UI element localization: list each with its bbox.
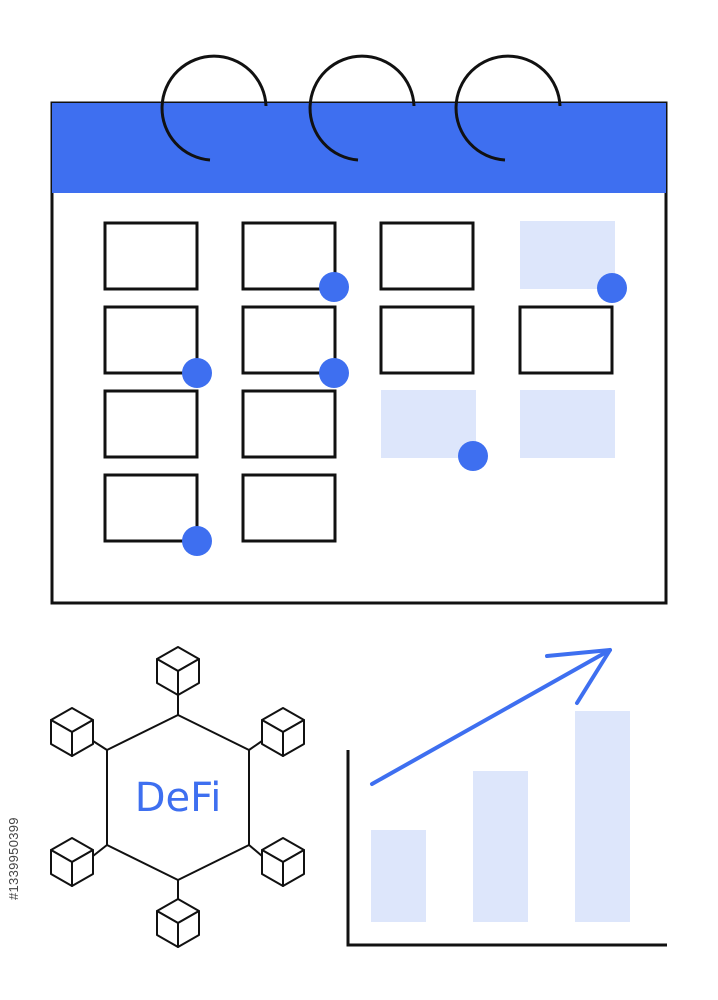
calendar-day-cell bbox=[103, 473, 199, 543]
event-dot bbox=[182, 358, 212, 388]
calendar-day-cell bbox=[241, 389, 337, 459]
calendar-day-cell bbox=[103, 221, 199, 291]
growth-chart bbox=[346, 648, 667, 947]
connector-line bbox=[248, 844, 263, 857]
stock-id-text: #1339950399 bbox=[6, 817, 21, 900]
event-dot bbox=[319, 272, 349, 302]
calendar-day-cell-highlighted bbox=[520, 221, 615, 289]
calendar-day-cell bbox=[103, 389, 199, 459]
trend-arrow-icon bbox=[370, 648, 612, 786]
growth-bar bbox=[575, 711, 630, 922]
event-dot bbox=[458, 441, 488, 471]
calendar-header-bar bbox=[52, 103, 666, 193]
calendar-highlighted-cells bbox=[381, 221, 615, 458]
calendar-ring-2 bbox=[308, 54, 416, 162]
calendar-event-dots bbox=[182, 272, 627, 556]
calendar-day-cell bbox=[518, 305, 614, 375]
growth-bar bbox=[473, 771, 528, 922]
calendar-day-cell-highlighted bbox=[520, 390, 615, 458]
calendar-day-cell bbox=[103, 305, 199, 375]
cube-icon bbox=[50, 837, 94, 887]
cube-icon bbox=[50, 707, 94, 757]
connector-line bbox=[92, 844, 108, 857]
calendar-ring-1 bbox=[160, 54, 268, 162]
calendar bbox=[50, 54, 668, 605]
defi-network bbox=[50, 646, 305, 948]
cube-icon bbox=[156, 898, 200, 948]
growth-bars bbox=[371, 711, 630, 922]
calendar-day-cell bbox=[241, 305, 337, 375]
calendar-day-cell bbox=[241, 473, 337, 543]
calendar-ring-3 bbox=[454, 54, 562, 162]
event-dot bbox=[597, 273, 627, 303]
chart-axes bbox=[346, 750, 667, 947]
calendar-day-cell-highlighted bbox=[381, 390, 476, 458]
calendar-grid bbox=[103, 221, 614, 543]
cube-icon bbox=[261, 707, 305, 757]
growth-bar bbox=[371, 830, 426, 922]
connector-line bbox=[248, 740, 263, 751]
cube-icon bbox=[156, 646, 200, 696]
calendar-day-cell bbox=[379, 305, 475, 375]
defi-hexagon bbox=[106, 714, 250, 881]
event-dot bbox=[319, 358, 349, 388]
defi-label: DeFi bbox=[135, 775, 222, 821]
cube-icon bbox=[261, 837, 305, 887]
connector-line bbox=[92, 740, 108, 751]
calendar-day-cell bbox=[379, 221, 475, 291]
calendar-day-cell bbox=[241, 221, 337, 291]
event-dot bbox=[182, 526, 212, 556]
calendar-rings bbox=[160, 54, 562, 162]
